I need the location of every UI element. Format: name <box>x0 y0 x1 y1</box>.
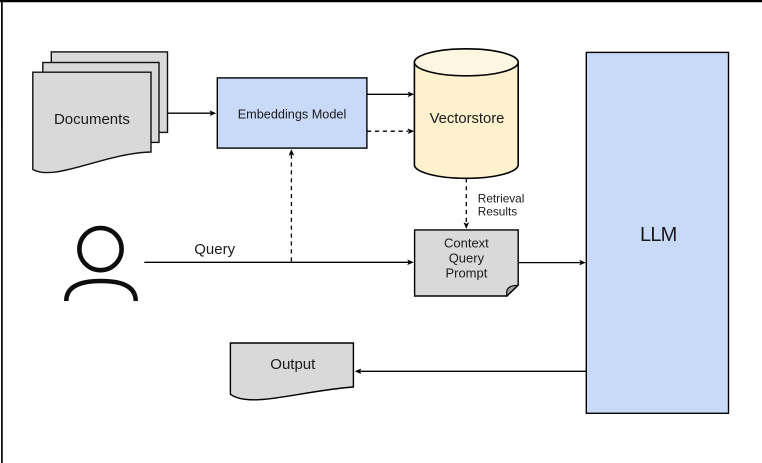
svg-text:Results: Results <box>478 205 517 219</box>
svg-text:Output: Output <box>270 356 316 373</box>
svg-text:Query: Query <box>449 251 485 266</box>
svg-text:Vectorstore: Vectorstore <box>430 111 505 127</box>
svg-text:Embeddings Model: Embeddings Model <box>238 107 347 121</box>
svg-text:LLM: LLM <box>640 224 677 246</box>
svg-text:Prompt: Prompt <box>445 266 487 281</box>
svg-text:Documents: Documents <box>54 111 130 128</box>
svg-text:Retrieval: Retrieval <box>478 192 525 206</box>
svg-text:Query: Query <box>194 241 235 258</box>
svg-text:Context: Context <box>444 236 489 251</box>
